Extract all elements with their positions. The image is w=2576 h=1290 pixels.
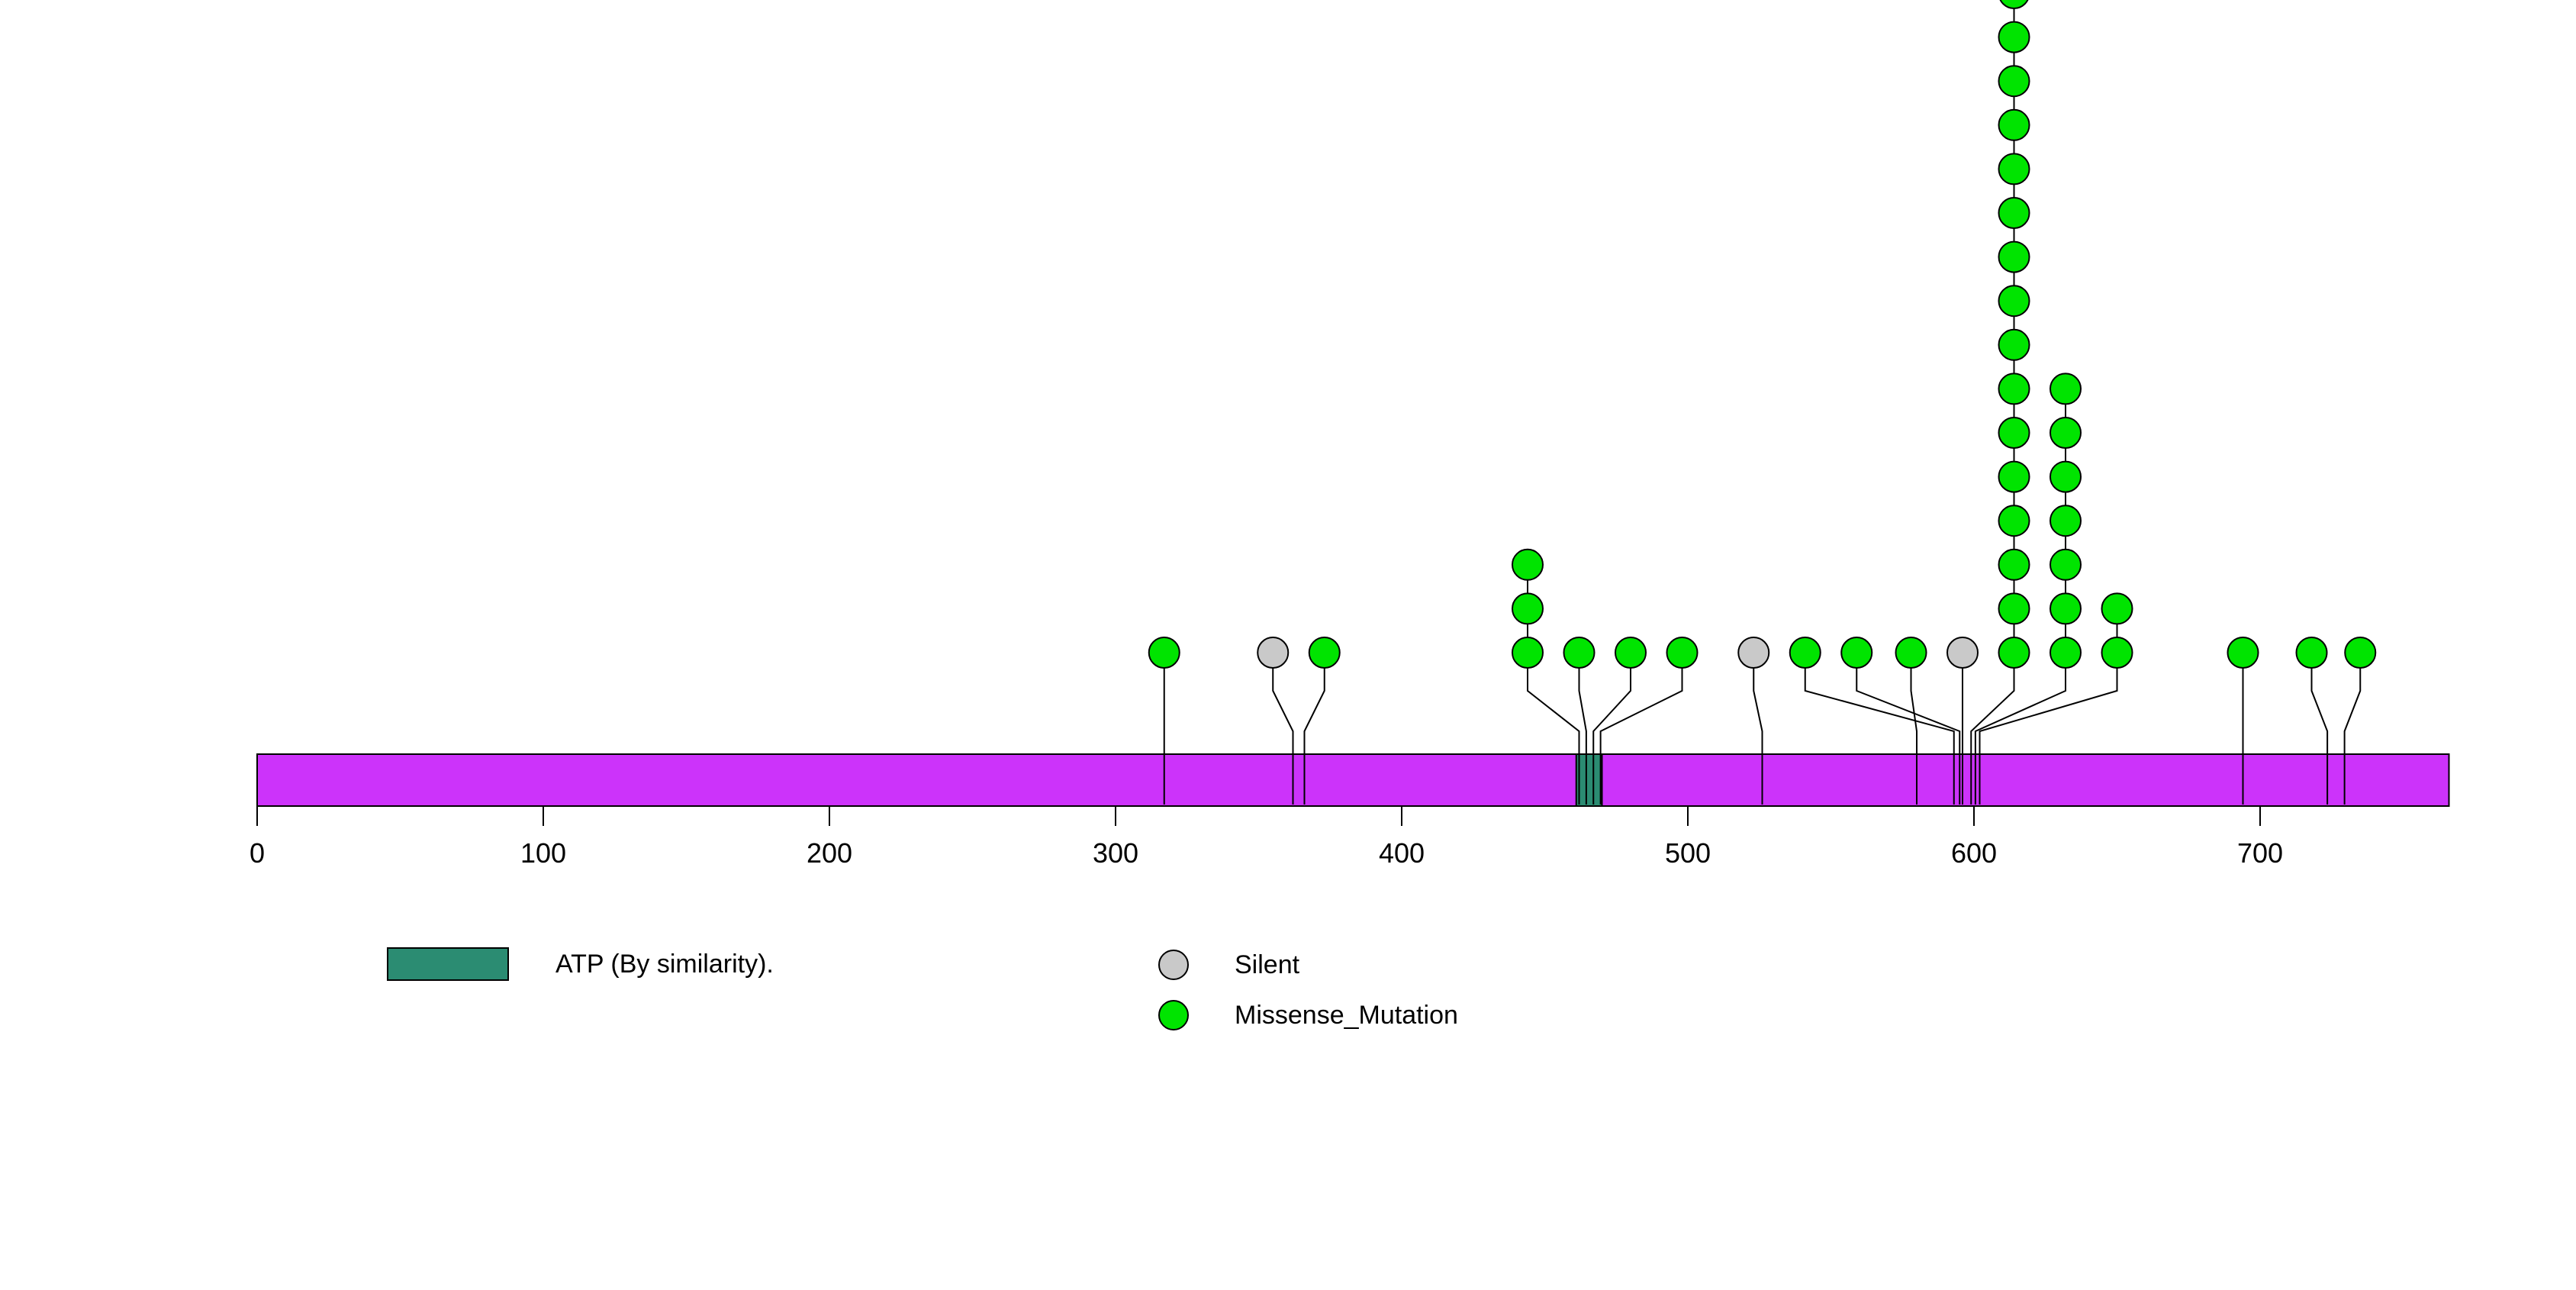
lollipop-stem: [2343, 653, 2362, 805]
domain-rect: [1575, 753, 1603, 807]
missense-mutation-circle: [1840, 637, 1873, 669]
missense-mutation-circle: [1998, 637, 2030, 669]
lollipop-stem: [1974, 389, 2066, 805]
missense-mutation-circle: [1666, 637, 1699, 669]
missense-mutation-circle: [1998, 285, 2030, 318]
lollipop-stem: [2310, 653, 2329, 805]
protein-bar: [256, 753, 2450, 807]
axis-tick-label: 500: [1665, 837, 1711, 869]
lollipop-stem: [1599, 653, 1683, 805]
domain-legend-label: ATP (By similarity).: [555, 950, 774, 979]
lollipop-stem: [1578, 653, 1587, 805]
silent-mutation-circle: [1946, 637, 1979, 669]
lollipop-stem: [1753, 653, 1763, 805]
missense-mutation-circle: [1998, 197, 2030, 229]
lollipop-stem: [1910, 653, 1918, 805]
lollipop-stem: [1804, 653, 1955, 805]
missense-mutation-circle: [1998, 548, 2030, 581]
missense-mutation-circle: [2101, 592, 2133, 625]
missense-mutation-circle: [2050, 592, 2082, 625]
axis-tick-label: 300: [1093, 837, 1138, 869]
missense-mutation-circle: [2227, 637, 2259, 669]
lollipop-stem: [1527, 564, 1580, 805]
missense-mutation-circle: [1998, 417, 2030, 449]
missense-legend-swatch-icon: [1158, 1000, 1189, 1030]
axis-tick-label: 100: [520, 837, 566, 869]
missense-mutation-circle: [1998, 328, 2030, 361]
axis-tick-label: 600: [1951, 837, 1997, 869]
lollipop-stem: [1272, 653, 1294, 805]
missense-mutation-circle: [1789, 637, 1821, 669]
silent-legend-swatch-icon: [1158, 950, 1189, 980]
axis-tick-label: 0: [250, 837, 265, 869]
missense-mutation-circle: [2295, 637, 2328, 669]
missense-legend-label: Missense_Mutation: [1235, 1001, 1458, 1030]
missense-mutation-circle: [1999, 0, 2029, 9]
missense-mutation-circle: [2050, 460, 2082, 493]
missense-mutation-circle: [1998, 505, 2030, 537]
missense-mutation-circle: [1998, 153, 2030, 185]
missense-mutation-circle: [1615, 637, 1647, 669]
missense-mutation-circle: [1998, 240, 2030, 273]
missense-mutation-circle: [2101, 637, 2133, 669]
missense-mutation-circle: [1512, 592, 1544, 625]
lollipop-stem: [1303, 653, 1325, 805]
missense-mutation-circle: [1895, 637, 1927, 669]
missense-mutation-circle: [2344, 637, 2377, 669]
missense-mutation-circle: [1308, 637, 1341, 669]
missense-mutation-circle: [2050, 548, 2082, 581]
domain-color-swatch: [387, 947, 509, 981]
missense-mutation-circle: [1512, 548, 1544, 581]
lollipop-stem: [1856, 653, 1961, 805]
lollipop-stem: [1592, 653, 1631, 805]
missense-mutation-circle: [2050, 637, 2082, 669]
missense-mutation-circle: [2050, 372, 2082, 405]
missense-mutation-circle: [1563, 637, 1596, 669]
missense-mutation-circle: [2050, 505, 2082, 537]
missense-mutation-circle: [1998, 65, 2030, 98]
missense-mutation-circle: [1512, 637, 1544, 669]
missense-mutation-circle: [1998, 372, 2030, 405]
axis-tick-label: 700: [2237, 837, 2283, 869]
axis-tick-label: 400: [1379, 837, 1425, 869]
silent-legend-label: Silent: [1235, 950, 1300, 979]
axis-tick-label: 200: [807, 837, 852, 869]
missense-mutation-circle: [2050, 417, 2082, 449]
silent-mutation-circle: [1737, 637, 1770, 669]
missense-mutation-circle: [1998, 460, 2030, 493]
missense-mutation-circle: [1998, 592, 2030, 625]
missense-mutation-circle: [1998, 21, 2030, 53]
silent-mutation-circle: [1257, 637, 1290, 669]
missense-mutation-circle: [1998, 108, 2030, 141]
missense-mutation-circle: [1148, 637, 1180, 669]
